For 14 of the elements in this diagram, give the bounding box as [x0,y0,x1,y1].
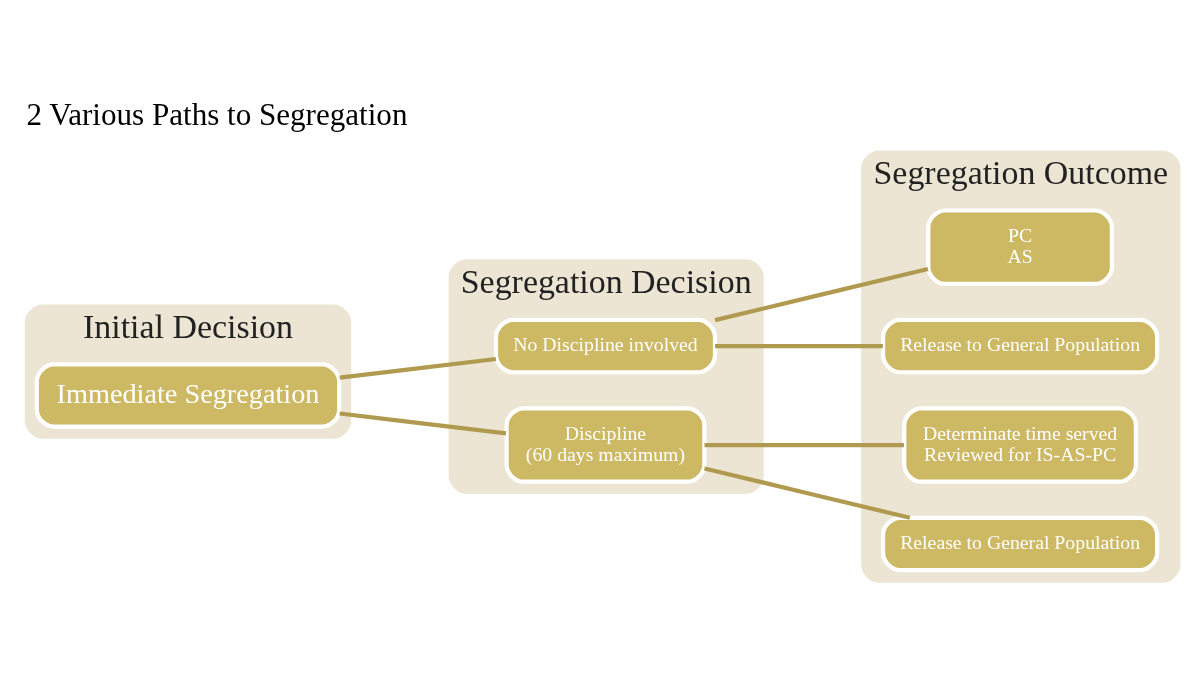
node-box: Release to General Population [880,317,1160,375]
node-box: Discipline (60 days maximum) [504,406,707,484]
connector [704,442,904,448]
connector [339,411,507,436]
connector [714,266,929,323]
node-box: Release to General Population [880,515,1160,573]
connector [715,344,883,349]
node-box: No Discipline involved [493,317,718,375]
connector [339,356,497,380]
connector [704,466,911,520]
node-box: Immediate Segregation [34,362,342,429]
node-box: PC AS [926,208,1115,287]
diagram-title: 2 Various Paths to Segregation [26,97,408,133]
node-box: Determinate time served Reviewed for IS-AS-PC [902,406,1139,484]
